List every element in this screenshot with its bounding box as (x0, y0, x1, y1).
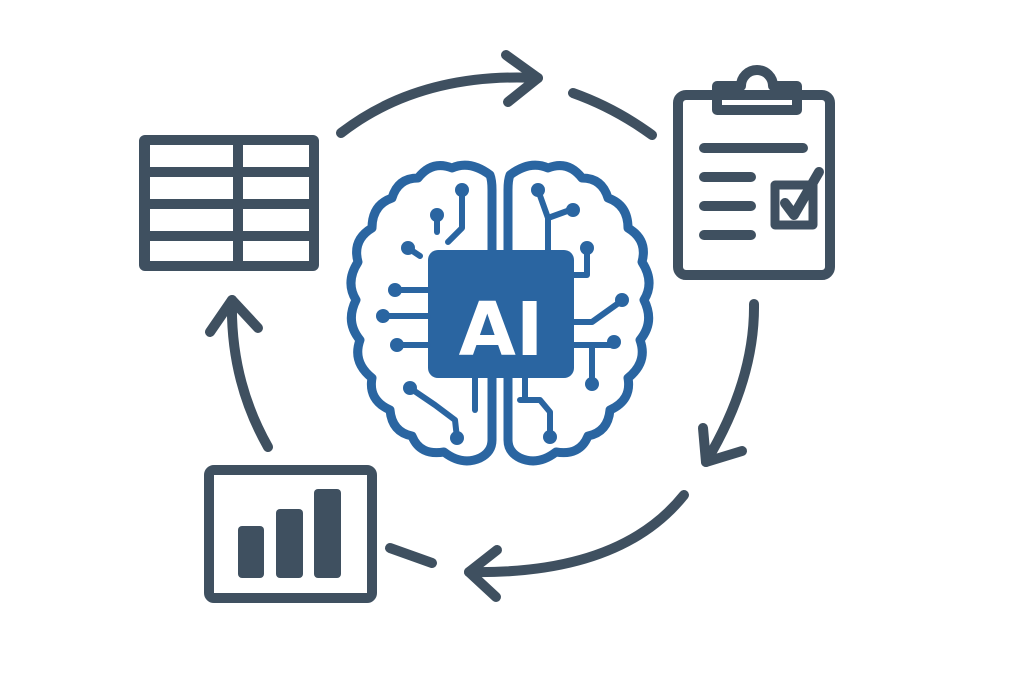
brain-circuit-icon: AI (346, 160, 654, 466)
arrow-report-loop (464, 490, 689, 578)
arrow-checklist-to-report (701, 299, 760, 467)
ai-label: AI (459, 287, 544, 373)
arrowhead-down-icon (698, 423, 747, 467)
arrow-table-to-checklist (336, 72, 543, 138)
cycle-arrows (205, 50, 760, 602)
clipboard-check-icon (673, 65, 835, 280)
arrowhead-left-icon (464, 545, 502, 602)
table-icon (139, 135, 319, 271)
arrowhead-right-icon (501, 50, 543, 107)
bar-chart-icon (204, 465, 377, 603)
arrow-report-to-table (226, 295, 273, 452)
arrowhead-up-icon (205, 295, 263, 337)
